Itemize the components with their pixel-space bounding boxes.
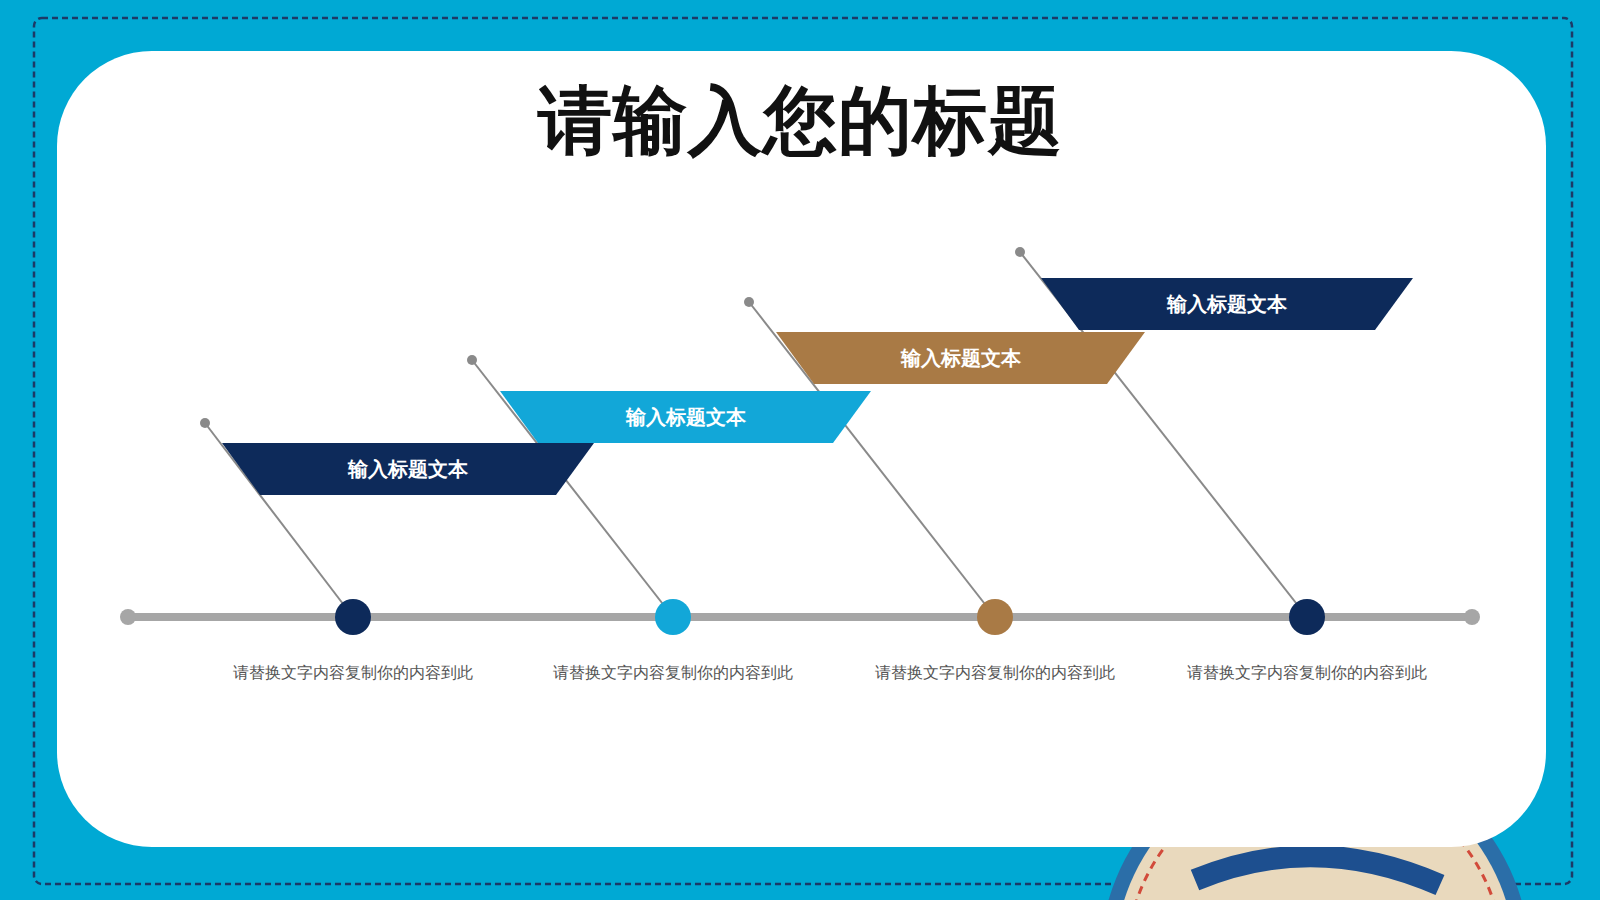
slide-title: 请输入您的标题 [0,72,1600,172]
flag-text: 输入标题文本 [626,404,746,431]
flag-text: 输入标题文本 [901,345,1021,372]
description-text: 请替换文字内容复制你的内容到此 [875,663,1115,684]
flag-text: 输入标题文本 [1167,291,1287,318]
title-flag: 输入标题文本 [222,443,594,495]
white-panel [57,51,1546,847]
description-text: 请替换文字内容复制你的内容到此 [1187,663,1427,684]
title-flag: 输入标题文本 [500,391,871,443]
flag-text: 输入标题文本 [348,456,468,483]
title-flag: 输入标题文本 [1041,278,1413,330]
timeline-circles [335,599,1325,635]
timeline [120,609,1480,625]
description-text: 请替换文字内容复制你的内容到此 [233,663,473,684]
description-text: 请替换文字内容复制你的内容到此 [553,663,793,684]
title-flag: 输入标题文本 [776,332,1145,384]
